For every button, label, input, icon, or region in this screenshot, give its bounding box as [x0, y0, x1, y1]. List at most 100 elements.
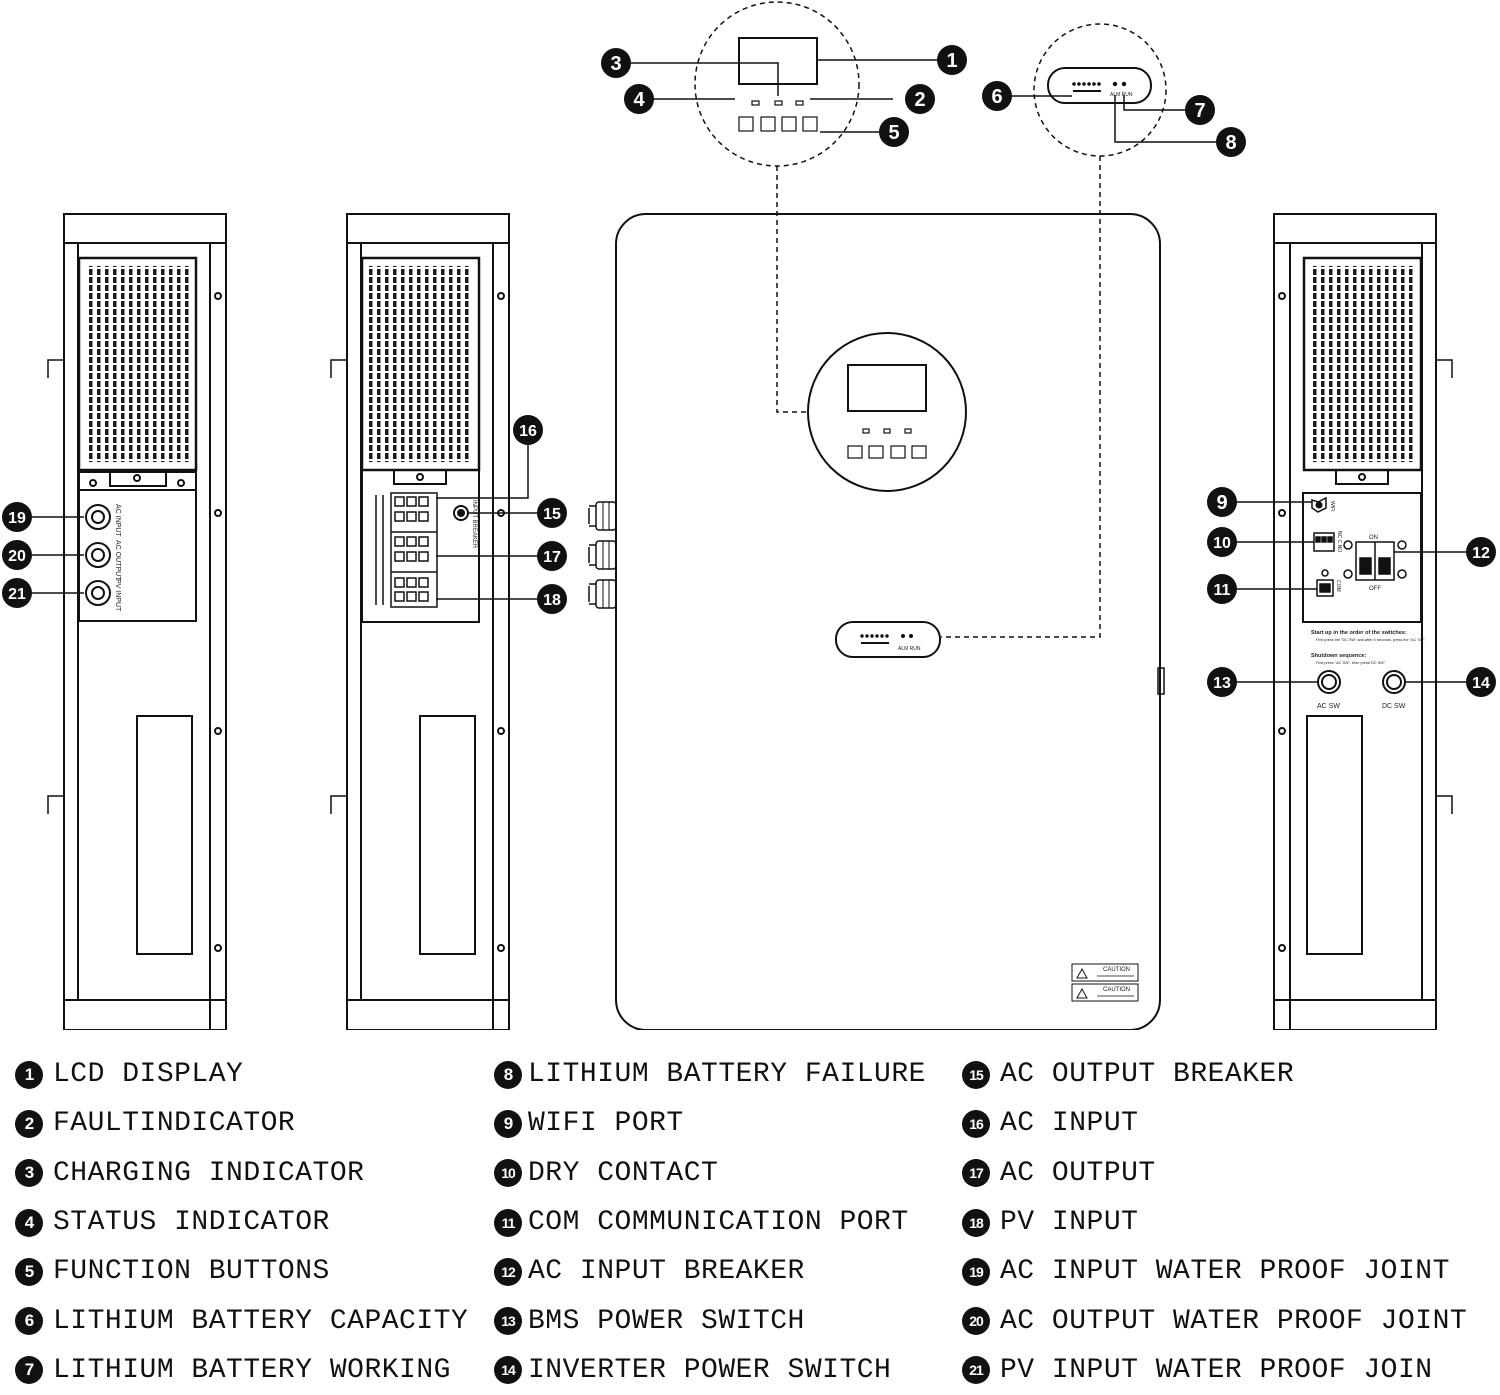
legend-label: AC INPUT	[1000, 1108, 1139, 1140]
callout-21: 21	[2, 578, 32, 608]
label-ac-input: AC INPUT	[114, 504, 121, 537]
label-input-breaker: INPUT BREAKER	[471, 500, 477, 549]
svg-text:13: 13	[1213, 675, 1231, 692]
legend-number: 4	[15, 1208, 43, 1237]
legend-number: 14	[494, 1356, 522, 1385]
legend-number: 9	[494, 1109, 522, 1138]
svg-text:1: 1	[946, 50, 957, 72]
caution-text-2: CAUTION	[1103, 987, 1130, 993]
caution-labels	[1071, 963, 1139, 1002]
legend-item: 6 LITHIUM BATTERY CAPACITY	[15, 1296, 468, 1345]
dry-contact-block	[1313, 532, 1335, 552]
ac-output-joint	[85, 542, 111, 568]
svg-text:15: 15	[543, 506, 561, 523]
callout-6: 6	[982, 81, 1012, 111]
inverter-diagram: AC INPUT AC OUTPUT PV INPUT	[2, 1, 1496, 1030]
callout-5: 5	[879, 117, 909, 147]
legend-label: LITHIUM BATTERY CAPACITY	[53, 1305, 469, 1337]
legend-number: 7	[15, 1356, 43, 1385]
svg-text:6: 6	[991, 86, 1002, 108]
legend-number: 13	[494, 1307, 522, 1336]
label-ac-sw: AC SW	[1317, 703, 1340, 710]
callout-12: 12	[1466, 537, 1496, 567]
legend-number: 10	[494, 1159, 522, 1188]
com-port	[1316, 569, 1334, 597]
svg-text:10: 10	[1213, 535, 1231, 552]
legend-number: 16	[962, 1109, 990, 1138]
label-on: ON	[1369, 535, 1378, 541]
shutdown-heading: Shutdown sequence:	[1311, 653, 1366, 659]
svg-text:7: 7	[1194, 100, 1205, 122]
label-ac-output: AC OUTPUT	[114, 540, 121, 581]
legend-number: 19	[962, 1257, 990, 1286]
zoom-alm-run-label: ALM RUN	[1110, 92, 1133, 98]
shutdown-detail: First press "AC SW", then press"DC SW".	[1316, 661, 1386, 665]
legend-item: 4 STATUS INDICATOR	[15, 1198, 468, 1247]
legend-number: 6	[15, 1307, 43, 1336]
label-off: OFF	[1369, 586, 1381, 592]
svg-text:19: 19	[8, 510, 26, 527]
front-led-row	[860, 634, 913, 644]
callout-17: 17	[537, 541, 567, 571]
legend-label: STATUS INDICATOR	[53, 1207, 330, 1239]
legend-label: FAULTINDICATOR	[53, 1108, 296, 1140]
callout-15: 15	[537, 498, 567, 528]
label-com: COM	[1335, 580, 1341, 592]
wifi-port	[1311, 496, 1327, 513]
legend-label: COM COMMUNICATION PORT	[528, 1207, 909, 1239]
label-dc-sw: DC SW	[1382, 703, 1406, 710]
legend-label: PV INPUT	[1000, 1207, 1139, 1239]
front-cable-glands	[588, 501, 617, 609]
svg-text:21: 21	[8, 586, 26, 603]
legend-number: 1	[15, 1060, 43, 1089]
front-panel	[588, 213, 1165, 1030]
zoom-battery-detail	[941, 23, 1167, 638]
callout-1: 1	[937, 45, 967, 75]
terminal-side-panel	[330, 213, 510, 1030]
legend-item: 1 LCD DISPLAY	[15, 1050, 468, 1099]
svg-text:11: 11	[1214, 582, 1231, 599]
legend-label: LCD DISPLAY	[53, 1059, 244, 1091]
callout-16: 16	[513, 415, 543, 445]
right-side-panel	[1273, 213, 1453, 1030]
legend-label: INVERTER POWER SWITCH	[528, 1354, 892, 1386]
callout-18: 18	[537, 584, 567, 614]
callout-19: 19	[2, 502, 32, 532]
output-breaker	[453, 505, 469, 521]
legend-label: PV INPUT WATER PROOF JOIN	[1000, 1354, 1433, 1386]
pv-input-joint	[85, 580, 111, 606]
callout-20: 20	[2, 540, 32, 570]
legend-item: 18 PV INPUT	[962, 1198, 1467, 1247]
legend-label: BMS POWER SWITCH	[528, 1305, 805, 1337]
legend-number: 18	[962, 1208, 990, 1237]
legend-label: AC OUTPUT WATER PROOF JOINT	[1000, 1305, 1468, 1337]
callout-14: 14	[1466, 667, 1496, 697]
svg-text:3: 3	[610, 53, 621, 75]
front-alm-run-label: ALM RUN	[898, 646, 921, 652]
legend-item: 16 AC INPUT	[962, 1099, 1467, 1148]
svg-text:2: 2	[914, 89, 925, 111]
label-dry-contact: NC C NO	[1336, 531, 1342, 552]
svg-text:14: 14	[1472, 675, 1490, 692]
legend-number: 8	[494, 1060, 522, 1089]
svg-text:12: 12	[1472, 545, 1490, 562]
legend-number: 5	[15, 1257, 43, 1286]
legend-label: DRY CONTACT	[528, 1157, 719, 1189]
left-joint-labels: AC INPUT AC OUTPUT PV INPUT	[114, 504, 121, 612]
callout-11: 11	[1207, 574, 1237, 604]
legend-number: 3	[15, 1159, 43, 1188]
callout-13: 13	[1207, 667, 1237, 697]
